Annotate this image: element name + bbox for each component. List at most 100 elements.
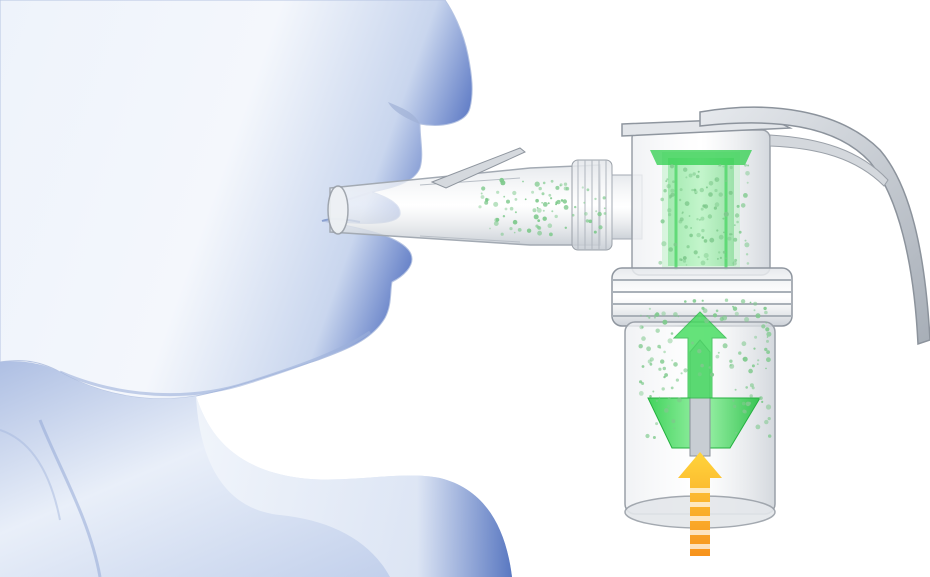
aerosol-particle	[587, 188, 590, 191]
aerosol-particle	[660, 198, 664, 202]
aerosol-particle	[535, 182, 540, 187]
aerosol-particle	[689, 174, 693, 178]
aerosol-particle	[499, 178, 504, 183]
aerosol-particle	[665, 408, 669, 412]
aerosol-particle	[757, 359, 759, 361]
aerosol-particle	[572, 214, 575, 217]
aerosol-particle	[719, 164, 721, 166]
aerosol-particle	[525, 198, 527, 200]
aerosol-particle	[761, 401, 763, 403]
aerosol-particle	[690, 227, 692, 229]
aerosol-particle	[761, 324, 765, 328]
aerosol-particle	[699, 219, 701, 221]
aerosol-particle	[719, 235, 724, 240]
aerosol-particle	[696, 218, 698, 220]
aerosol-particle	[533, 208, 537, 212]
aerosol-particle	[537, 208, 542, 213]
aerosol-particle	[729, 364, 734, 369]
aerosol-particle	[543, 210, 545, 212]
aerosol-particle	[722, 315, 727, 320]
aerosol-particle	[723, 251, 726, 254]
aerosol-particle	[667, 208, 671, 212]
aerosol-particle	[763, 307, 766, 310]
aerosol-particle	[679, 258, 682, 261]
aerosol-particle	[655, 312, 659, 316]
aerosol-particle	[542, 192, 545, 195]
aerosol-particle	[733, 405, 736, 408]
aerosol-particle	[768, 417, 771, 420]
aerosol-particle	[701, 208, 704, 211]
aerosol-particle	[709, 238, 714, 243]
aerosol-particle	[663, 351, 666, 354]
aerosol-particle	[512, 191, 516, 195]
aerosol-particle	[664, 373, 668, 377]
aerosol-particle	[551, 210, 553, 212]
aerosol-particle	[555, 215, 558, 218]
aerosol-particle	[732, 306, 734, 308]
aerosol-particle	[766, 357, 771, 362]
aerosol-particle	[689, 215, 691, 217]
aerosol-particle	[718, 251, 720, 253]
aerosol-particle	[582, 186, 584, 188]
aerosol-particle	[737, 205, 740, 208]
aerosol-particle	[677, 398, 682, 403]
aerosol-particle	[707, 258, 709, 260]
aerosol-particle	[641, 382, 644, 385]
aerosol-particle	[683, 168, 687, 172]
aerosol-particle	[543, 217, 547, 221]
aerosol-particle	[672, 419, 676, 423]
aerosol-particle	[735, 213, 739, 217]
aerosol-particle	[764, 311, 768, 315]
aerosol-particle	[662, 387, 665, 390]
aerosol-particle	[646, 346, 651, 351]
aerosol-particle	[652, 391, 654, 393]
aerosol-particle	[683, 256, 687, 260]
aerosol-particle	[729, 360, 732, 363]
aerosol-particle	[583, 202, 585, 204]
aerosol-particle	[687, 245, 690, 248]
aerosol-particle	[734, 224, 736, 226]
aerosol-particle	[725, 299, 728, 302]
aerosol-particle	[718, 352, 720, 354]
aerosol-particle	[684, 300, 687, 303]
aerosol-particle	[709, 366, 712, 369]
aerosol-particle	[739, 231, 742, 234]
aerosol-particle	[667, 184, 671, 188]
aerosol-particle	[548, 223, 553, 228]
aerosol-particle	[745, 171, 750, 176]
aerosol-particle	[673, 312, 678, 317]
aerosol-particle	[767, 336, 769, 338]
neck-shoulder	[0, 361, 512, 577]
aerosol-particle	[649, 395, 652, 398]
aerosol-particle	[715, 179, 717, 181]
aerosol-particle	[656, 329, 660, 333]
aerosol-particle	[514, 232, 516, 234]
aerosol-particle	[531, 191, 534, 194]
aerosol-particle	[683, 368, 687, 372]
aerosol-particle	[709, 181, 714, 186]
aerosol-particle	[603, 196, 606, 199]
aerosol-particle	[503, 215, 505, 217]
aerosol-particle	[513, 220, 518, 225]
aerosol-particle	[485, 198, 488, 201]
aerosol-particle	[535, 199, 539, 203]
aerosol-particle	[505, 208, 508, 211]
aerosol-particle	[658, 368, 661, 371]
aerosol-particle	[697, 349, 701, 353]
aerosol-particle	[731, 233, 733, 235]
aerosol-particle	[765, 368, 767, 370]
connector-threads	[572, 160, 612, 250]
aerosol-particle	[728, 237, 732, 241]
aerosol-particle	[743, 193, 748, 198]
aerosol-particle	[750, 394, 753, 397]
aerosol-particle	[641, 326, 643, 328]
aerosol-particle	[668, 338, 673, 343]
aerosol-particle	[560, 185, 562, 187]
aerosol-particle	[539, 187, 542, 190]
aerosol-particle	[748, 369, 753, 374]
aerosol-particle	[660, 359, 664, 363]
aerosol-particle	[681, 372, 683, 374]
aerosol-particle	[558, 200, 560, 202]
aerosol-particle	[680, 217, 684, 221]
